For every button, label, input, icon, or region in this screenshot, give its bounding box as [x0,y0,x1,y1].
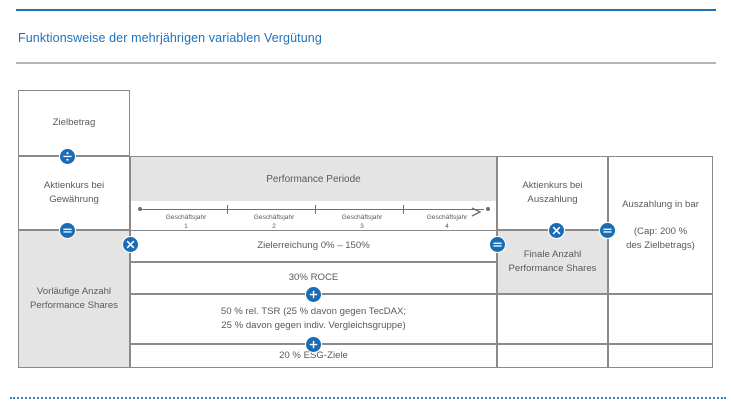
timeline-year-2: Geschäftsjahr 2 [253,214,295,230]
cell-finale-performance-shares: Finale Anzahl Performance Shares [497,230,608,294]
timeline-year-4: Geschäftsjahr 4 [426,214,468,230]
operator-equals-icon-auszahlung [600,223,615,238]
operator-plus-icon-roce-tsr [306,287,321,302]
operator-equals-icon-left [60,223,75,238]
timeline-tick-2 [315,205,316,214]
cell-aktienkurs-gewaehrung: Aktienkurs bei Gewährung [18,156,130,230]
operator-multiply-icon-left [123,237,138,252]
cell-zielerreichung: Zielerreichung 0% – 150% [130,230,497,262]
finale-label: Finale Anzahl Performance Shares [508,249,597,274]
header-bottom-rule [16,62,716,64]
zielbetrag-label: Zielbetrag [52,117,96,129]
timeline-arrow-icon [471,204,485,222]
timeline-tick-1 [227,205,228,214]
fiscal-year-timeline: Geschäftsjahr 1 Geschäftsjahr 2 Geschäft… [130,201,497,230]
operator-plus-icon-tsr-esg [306,337,321,352]
timeline-year-3: Geschäftsjahr 3 [341,214,383,230]
performance-period-band: Performance Periode [130,156,497,201]
aktienkurs-auszahlung-label: Aktienkurs bei Auszahlung [522,180,583,205]
esg-label: 20 % ESG-Ziele [279,350,348,362]
vorlaeufige-label: Vorläufige Anzahl Performance Shares [30,286,118,311]
cell-right-b-filler-2 [608,344,713,368]
timeline-tick-3 [403,205,404,214]
cell-aktienkurs-auszahlung: Aktienkurs bei Auszahlung [497,156,608,230]
cell-right-b-filler-1 [608,294,713,344]
timeline-axis [140,209,484,210]
operator-divide-icon [60,149,75,164]
cell-zielbetrag: Zielbetrag [18,90,130,156]
auszahlung-bar-label: Auszahlung in bar (Cap: 200 % des Zielbe… [622,198,699,251]
cell-right-a-filler-2 [497,344,608,368]
aktienkurs-gewaehrung-label: Aktienkurs bei Gewährung [43,180,105,205]
page-title: Funktionsweise der mehrjährigen variable… [18,31,322,45]
timeline-end-dot [486,207,490,212]
timeline-start-dot [138,207,142,212]
zielerreichung-label: Zielerreichung 0% – 150% [257,240,370,252]
cell-right-a-filler-1 [497,294,608,344]
roce-label: 30% ROCE [288,272,339,284]
timeline-year-1: Geschäftsjahr 1 [165,214,207,230]
operator-equals-icon-finale [490,237,505,252]
tsr-label: 50 % rel. TSR (25 % davon gegen TecDAX; … [220,306,407,331]
footer-dotted-rule [10,397,726,401]
header-top-rule [16,9,716,11]
performance-period-label: Performance Periode [266,173,361,185]
cell-auszahlung-in-bar: Auszahlung in bar (Cap: 200 % des Zielbe… [608,156,713,294]
cell-vorlaeufige-performance-shares: Vorläufige Anzahl Performance Shares [18,230,130,368]
operator-multiply-icon-right [549,223,564,238]
